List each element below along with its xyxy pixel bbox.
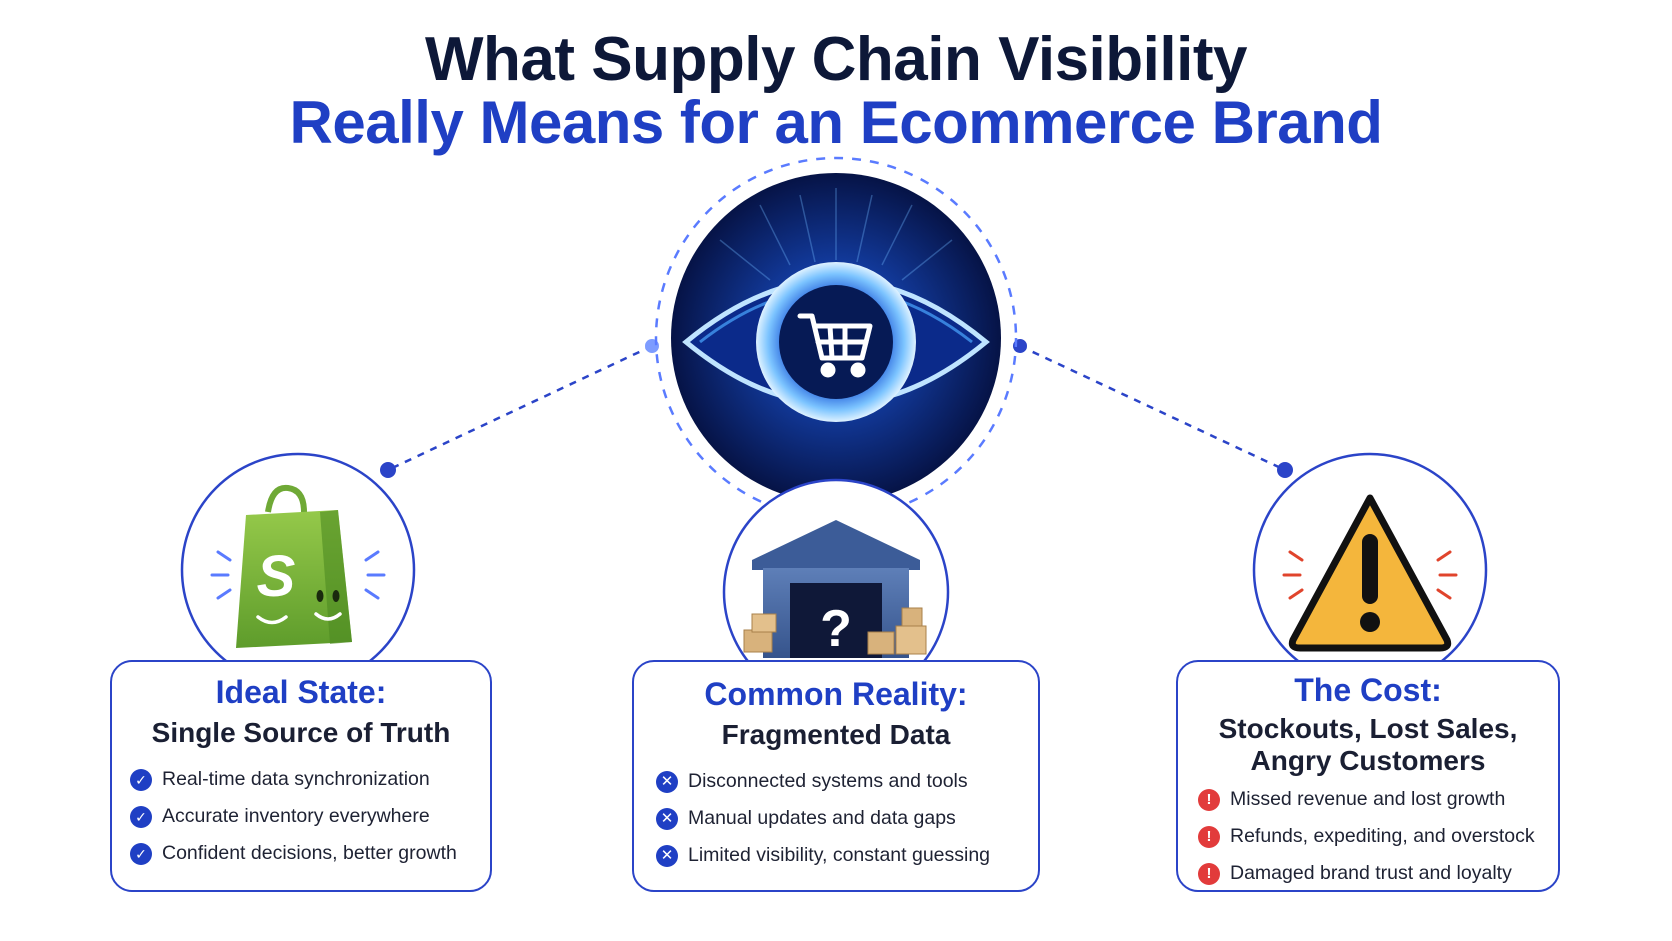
svg-text:?: ? <box>820 600 852 658</box>
exclamation-icon: ! <box>1198 788 1220 811</box>
page-subtitle: Really Means for an Ecommerce Brand <box>289 89 1383 156</box>
eye-with-cart-icon <box>654 156 1018 520</box>
x-icon: ✕ <box>656 770 678 793</box>
check-icon: ✓ <box>130 805 152 828</box>
list-item: !Damaged brand trust and loyalty <box>1198 855 1558 892</box>
x-icon: ✕ <box>656 844 678 867</box>
list-item: !Missed revenue and lost growth <box>1198 781 1558 818</box>
ideal-state-list: ✓Real-time data synchronization ✓Accurat… <box>130 761 490 872</box>
list-item: ✓Confident decisions, better growth <box>130 835 490 872</box>
ideal-state-subtitle: Single Source of Truth <box>151 717 451 748</box>
warehouse-question-icon: ? <box>722 478 950 706</box>
exclamation-icon: ! <box>1198 825 1220 848</box>
cost-card: The Cost: Stockouts, Lost Sales, Angry C… <box>1176 660 1560 892</box>
common-reality-title: Common Reality: <box>704 676 968 712</box>
warning-triangle-icon <box>1252 452 1488 688</box>
common-reality-list: ✕Disconnected systems and tools ✕Manual … <box>656 763 1038 874</box>
svg-text:S: S <box>257 544 296 609</box>
shopify-bag-icon: S <box>180 452 416 688</box>
cost-list: !Missed revenue and lost growth !Refunds… <box>1198 781 1558 892</box>
cost-subtitle-line1: Stockouts, Lost Sales, <box>1218 713 1518 744</box>
common-reality-card: Common Reality: Fragmented Data ✕Disconn… <box>632 660 1040 892</box>
check-icon: ✓ <box>130 768 152 791</box>
cost-subtitle-line2: Angry Customers <box>1250 745 1486 776</box>
exclamation-icon: ! <box>1198 862 1220 885</box>
list-item: ✕Limited visibility, constant guessing <box>656 837 1038 874</box>
cart-icon <box>797 313 873 378</box>
list-item: ✓Accurate inventory everywhere <box>130 798 490 835</box>
cost-title: The Cost: <box>1294 672 1442 708</box>
list-item: ✕Disconnected systems and tools <box>656 763 1038 800</box>
common-reality-subtitle: Fragmented Data <box>721 719 951 750</box>
list-item: ✕Manual updates and data gaps <box>656 800 1038 837</box>
page-title: What Supply Chain Visibility <box>425 25 1247 94</box>
x-icon: ✕ <box>656 807 678 830</box>
list-item: ✓Real-time data synchronization <box>130 761 490 798</box>
ideal-state-card: Ideal State: Single Source of Truth ✓Rea… <box>110 660 492 892</box>
ideal-state-title: Ideal State: <box>215 674 387 710</box>
list-item: !Refunds, expediting, and overstock <box>1198 818 1558 855</box>
check-icon: ✓ <box>130 842 152 865</box>
